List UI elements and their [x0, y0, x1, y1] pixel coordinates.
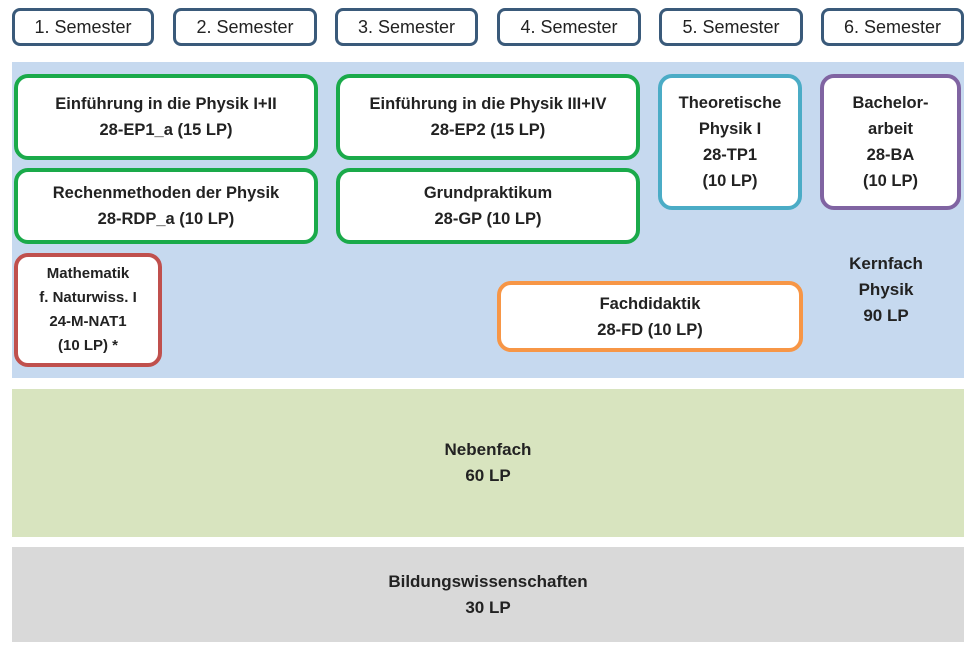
module-fd-title: Fachdidaktik: [599, 294, 701, 313]
semester-2-header: 2. Semester: [173, 8, 317, 46]
core-subject-label: Kernfach Physik 90 LP: [821, 250, 951, 330]
minor-subject-band: Nebenfach 60 LP: [12, 389, 964, 537]
semester-5-header: 5. Semester: [659, 8, 803, 46]
education-sciences-title: Bildungswissenschaften: [388, 571, 588, 591]
module-math-credits: (10 LP) *: [57, 337, 118, 354]
core-subject-name: Physik: [858, 280, 914, 299]
minor-subject-title: Nebenfach: [444, 440, 532, 459]
core-subject-title: Kernfach: [849, 254, 923, 273]
module-gp-title: Grundpraktikum: [423, 184, 553, 202]
module-math-line2: f. Naturwiss. I: [39, 289, 137, 306]
module-ba-line1: Bachelor-: [852, 94, 929, 112]
minor-subject-credits: 60 LP: [465, 466, 511, 485]
module-rdp-code: 28-RDP_a (10 LP): [97, 210, 235, 228]
module-tp1-code: 28-TP1: [702, 146, 758, 164]
module-ep2-code: 28-EP2 (15 LP): [430, 121, 546, 139]
module-fd: Fachdidaktik 28-FD (10 LP): [497, 281, 803, 352]
module-math-code: 24-M-NAT1: [49, 313, 127, 330]
semester-1-header: 1. Semester: [12, 8, 154, 46]
module-ep2-title: Einführung in die Physik III+IV: [369, 95, 607, 113]
module-tp1-line2: Physik I: [698, 120, 762, 138]
education-sciences-credits: 30 LP: [465, 597, 511, 617]
module-math: Mathematik f. Naturwiss. I 24-M-NAT1 (10…: [14, 253, 162, 367]
module-ep2: Einführung in die Physik III+IV 28-EP2 (…: [336, 74, 640, 160]
module-fd-code: 28-FD (10 LP): [597, 320, 703, 339]
minor-subject-label: Nebenfach 60 LP: [12, 389, 964, 537]
semester-4-header: 4. Semester: [497, 8, 641, 46]
module-ep1-code: 28-EP1_a (15 LP): [99, 121, 233, 139]
module-rdp-title: Rechenmethoden der Physik: [52, 184, 280, 202]
module-math-line1: Mathematik: [46, 265, 130, 282]
module-ep1: Einführung in die Physik I+II 28-EP1_a (…: [14, 74, 318, 160]
module-gp-code: 28-GP (10 LP): [434, 210, 542, 228]
module-ep1-title: Einführung in die Physik I+II: [55, 95, 277, 113]
module-ba: Bachelor- arbeit 28-BA (10 LP): [820, 74, 961, 210]
education-sciences-band: Bildungswissenschaften 30 LP: [12, 547, 964, 642]
module-ba-code: 28-BA: [866, 146, 915, 164]
core-subject-credits: 90 LP: [863, 306, 909, 325]
module-tp1: Theoretische Physik I 28-TP1 (10 LP): [658, 74, 802, 210]
semester-3-header: 3. Semester: [335, 8, 478, 46]
module-tp1-credits: (10 LP): [702, 172, 758, 190]
module-ba-credits: (10 LP): [862, 172, 918, 190]
module-gp: Grundpraktikum 28-GP (10 LP): [336, 168, 640, 244]
module-rdp: Rechenmethoden der Physik 28-RDP_a (10 L…: [14, 168, 318, 244]
module-ba-line2: arbeit: [868, 120, 913, 138]
education-sciences-label: Bildungswissenschaften 30 LP: [12, 547, 964, 642]
module-tp1-line1: Theoretische: [678, 94, 782, 112]
semester-6-header: 6. Semester: [821, 8, 964, 46]
